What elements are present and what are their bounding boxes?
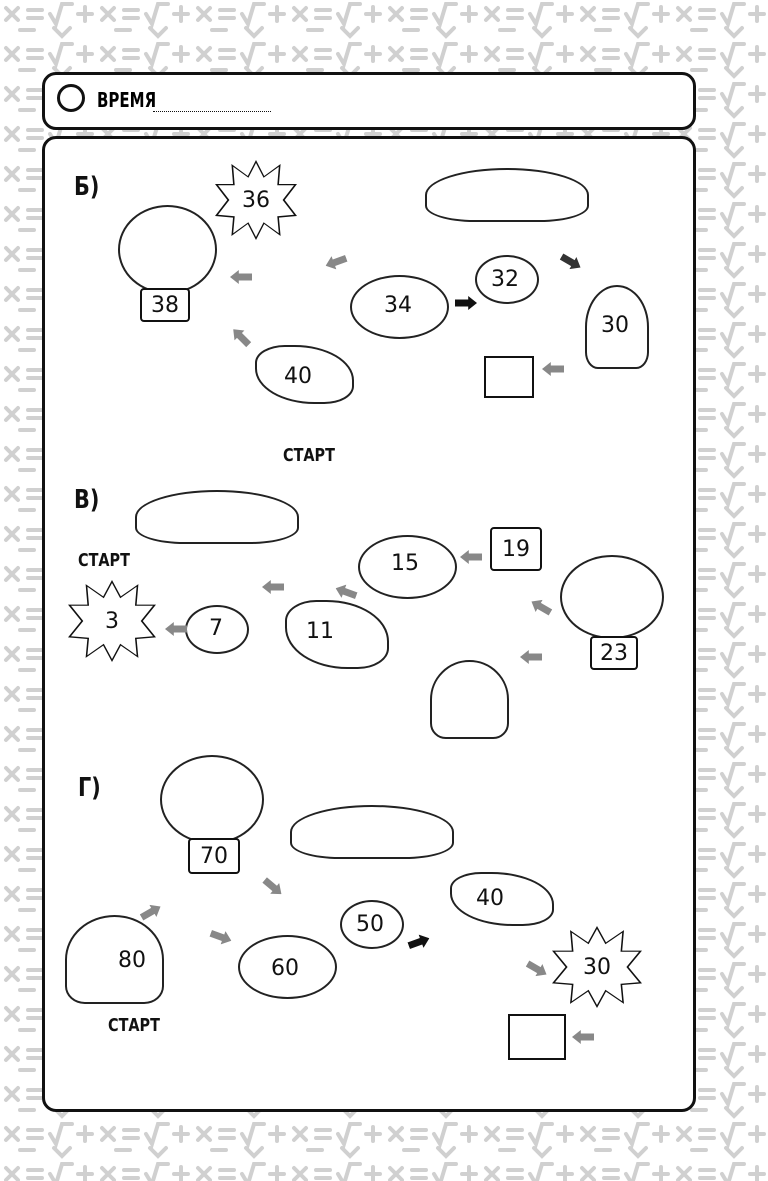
bird-character	[238, 935, 337, 999]
alarm-clock-icon	[57, 84, 85, 112]
time-header: ВРЕМЯ	[42, 72, 696, 130]
value-70: 70	[188, 838, 240, 874]
section-label-v: В)	[74, 485, 100, 515]
answer-box[interactable]	[508, 1014, 566, 1060]
value-23: 23	[590, 636, 638, 670]
bear-character	[560, 555, 664, 639]
time-label: ВРЕМЯ	[97, 88, 157, 112]
value-7: 7	[209, 615, 223, 641]
bear-character	[160, 755, 264, 844]
moose-character	[475, 255, 539, 304]
value-36: 36	[242, 187, 270, 213]
moose-character	[185, 605, 249, 654]
section-label-g: Г)	[78, 773, 101, 803]
value-50: 50	[356, 911, 384, 937]
arrow-icon	[455, 296, 477, 310]
value-11: 11	[306, 618, 334, 644]
answer-box[interactable]	[484, 356, 534, 398]
moose-antlers	[290, 805, 454, 859]
moose-character	[340, 900, 404, 949]
moose-antlers	[425, 168, 589, 222]
moose-antlers	[135, 490, 299, 544]
bird-character	[350, 275, 449, 339]
value-40: 40	[476, 885, 504, 911]
start-label: СТАРТ	[283, 445, 335, 466]
value-60: 60	[271, 955, 299, 981]
value-30: 30	[583, 954, 611, 980]
value-3: 3	[105, 608, 119, 634]
bear-character	[118, 205, 217, 294]
anteater-character	[430, 660, 509, 739]
value-80: 80	[118, 947, 146, 973]
anteater-character	[585, 285, 649, 369]
value-40: 40	[284, 363, 312, 389]
time-input[interactable]	[153, 103, 271, 112]
start-label: СТАРТ	[78, 550, 130, 571]
value-32: 32	[491, 266, 519, 292]
value-38: 38	[140, 288, 190, 322]
value-15: 15	[391, 550, 419, 576]
anteater-character	[65, 915, 164, 1004]
value-30: 30	[601, 312, 629, 338]
section-label-b: Б)	[74, 172, 100, 202]
start-label: СТАРТ	[108, 1015, 160, 1036]
value-19: 19	[490, 527, 542, 571]
value-34: 34	[384, 292, 412, 318]
bird-character	[358, 535, 457, 599]
